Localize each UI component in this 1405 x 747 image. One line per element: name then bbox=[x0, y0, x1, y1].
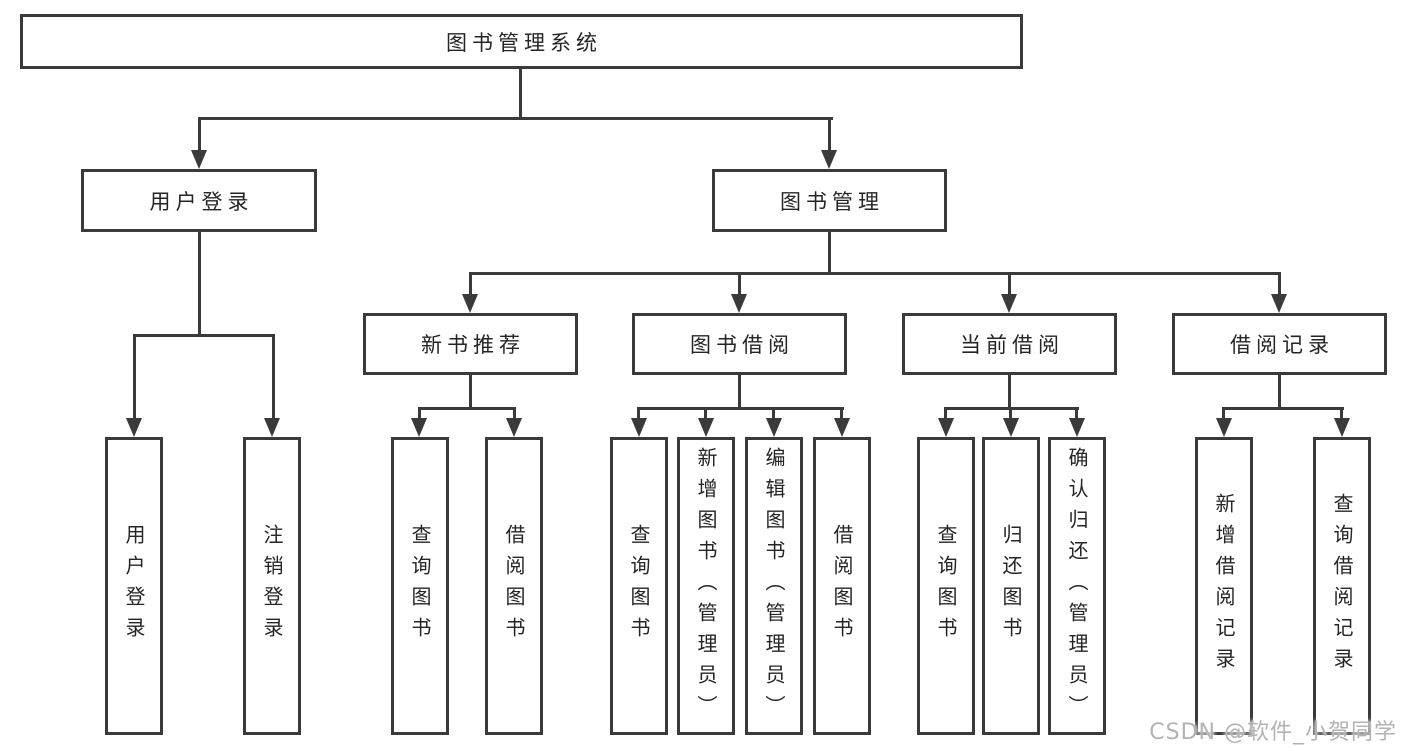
connector-line bbox=[133, 334, 136, 419]
arrow-down-icon bbox=[1271, 294, 1287, 313]
leaf-query-books-recommend: 查询图书 bbox=[391, 437, 449, 735]
node-label: 图书管理 bbox=[780, 189, 884, 214]
leaf-label: 借阅图书 bbox=[830, 524, 854, 648]
leaf-add-books-admin: 新增图书（管理员） bbox=[677, 437, 735, 735]
leaf-edit-books-admin: 编辑图书（管理员） bbox=[745, 437, 803, 735]
connector-line bbox=[840, 407, 843, 419]
connector-line bbox=[519, 69, 522, 117]
leaf-query-books-borrowing: 查询图书 bbox=[610, 437, 668, 735]
connector-line bbox=[738, 272, 741, 296]
connector-line bbox=[637, 407, 844, 410]
arrow-down-icon bbox=[1003, 418, 1019, 437]
arrow-down-icon bbox=[264, 418, 280, 437]
leaf-logout-login: 注销登录 bbox=[243, 437, 301, 735]
connector-line bbox=[772, 407, 775, 419]
arrow-down-icon bbox=[1069, 418, 1085, 437]
connector-line bbox=[828, 232, 831, 272]
arrow-down-icon bbox=[698, 418, 714, 437]
connector-line bbox=[1340, 407, 1343, 419]
node-library-system: 图书管理系统 bbox=[20, 14, 1023, 69]
node-label: 新书推荐 bbox=[421, 333, 525, 357]
connector-line bbox=[198, 117, 201, 152]
node-label: 借阅记录 bbox=[1230, 333, 1334, 357]
leaf-label: 新增借阅记录 bbox=[1212, 493, 1236, 679]
watermark: CSDN @软件_小贺同学 bbox=[1149, 720, 1397, 745]
connector-line bbox=[704, 407, 707, 419]
connector-line bbox=[133, 334, 275, 337]
leaf-query-books-current: 查询图书 bbox=[917, 437, 975, 735]
connector-line bbox=[1008, 272, 1011, 296]
arrow-down-icon bbox=[1334, 418, 1350, 437]
leaf-label: 注销登录 bbox=[260, 524, 284, 648]
arrow-down-icon bbox=[631, 418, 647, 437]
leaf-user-login: 用户登录 bbox=[105, 437, 163, 735]
connector-line bbox=[828, 117, 831, 152]
node-label: 当前借阅 bbox=[960, 333, 1064, 357]
leaf-query-borrow-record: 查询借阅记录 bbox=[1313, 437, 1371, 735]
connector-line bbox=[944, 407, 947, 419]
leaf-borrow-books-recommend: 借阅图书 bbox=[485, 437, 543, 735]
leaf-label: 查询图书 bbox=[408, 524, 432, 648]
arrow-down-icon bbox=[191, 150, 207, 169]
connector-line bbox=[418, 407, 515, 410]
node-user-login: 用户登录 bbox=[81, 169, 317, 232]
arrow-down-icon bbox=[1001, 294, 1017, 313]
connector-line bbox=[1222, 407, 1344, 410]
node-current-borrowing: 当前借阅 bbox=[902, 313, 1117, 375]
leaf-add-borrow-record: 新增借阅记录 bbox=[1195, 437, 1253, 735]
leaf-label: 查询图书 bbox=[627, 524, 651, 648]
leaf-label: 借阅图书 bbox=[502, 524, 526, 648]
connector-line bbox=[418, 407, 421, 419]
arrow-down-icon bbox=[1216, 418, 1232, 437]
connector-line bbox=[272, 334, 275, 419]
leaf-label: 编辑图书（管理员） bbox=[762, 446, 786, 726]
arrow-down-icon bbox=[731, 294, 747, 313]
leaf-label: 新增图书（管理员） bbox=[694, 446, 718, 726]
leaf-label: 归还图书 bbox=[999, 524, 1023, 648]
arrow-down-icon bbox=[126, 418, 142, 437]
connector-line bbox=[1075, 407, 1078, 419]
node-label: 图书借阅 bbox=[690, 333, 794, 357]
node-book-management: 图书管理 bbox=[712, 169, 947, 232]
node-borrowing-records: 借阅记录 bbox=[1172, 313, 1387, 375]
connector-line bbox=[1278, 272, 1281, 296]
connector-line bbox=[1278, 375, 1281, 407]
arrow-down-icon bbox=[938, 418, 954, 437]
connector-line bbox=[198, 232, 201, 334]
connector-line bbox=[198, 117, 833, 120]
node-new-book-recommendation: 新书推荐 bbox=[363, 313, 578, 375]
connector-line bbox=[469, 272, 1281, 275]
arrow-down-icon bbox=[506, 418, 522, 437]
leaf-label: 查询图书 bbox=[934, 524, 958, 648]
leaf-label: 用户登录 bbox=[122, 524, 146, 648]
node-label: 图书管理系统 bbox=[446, 30, 602, 55]
node-label: 用户登录 bbox=[149, 189, 254, 214]
connector-line bbox=[513, 407, 516, 419]
leaf-return-books: 归还图书 bbox=[982, 437, 1040, 735]
leaf-borrow-books-borrowing: 借阅图书 bbox=[813, 437, 871, 735]
arrow-down-icon bbox=[821, 150, 837, 169]
arrow-down-icon bbox=[462, 294, 478, 313]
connector-line bbox=[1009, 407, 1012, 419]
leaf-label: 确认归还（管理员） bbox=[1065, 446, 1089, 726]
node-book-borrowing: 图书借阅 bbox=[632, 313, 847, 375]
leaf-confirm-return-admin: 确认归还（管理员） bbox=[1048, 437, 1106, 735]
arrow-down-icon bbox=[834, 418, 850, 437]
connector-line bbox=[637, 407, 640, 419]
connector-line bbox=[469, 375, 472, 407]
arrow-down-icon bbox=[766, 418, 782, 437]
connector-line bbox=[1008, 375, 1011, 407]
connector-line bbox=[1222, 407, 1225, 419]
connector-line bbox=[738, 375, 741, 407]
leaf-label: 查询借阅记录 bbox=[1330, 493, 1354, 679]
arrow-down-icon bbox=[411, 418, 427, 437]
connector-line bbox=[469, 272, 472, 296]
